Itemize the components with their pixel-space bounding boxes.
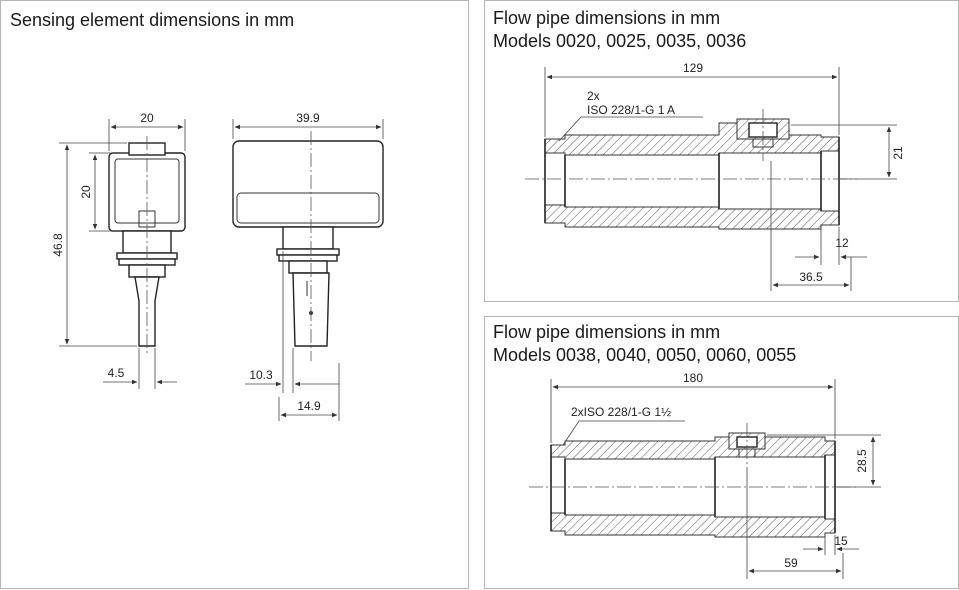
pipe-large-dimension-labels: 180 2xISO 228/1-G 1½ 28.5 15 59 [571, 371, 869, 570]
dim-head-height: 20 [79, 185, 93, 199]
sensing-dimension-lines [59, 119, 384, 421]
pipe-large-dimension-lines [550, 379, 881, 579]
dim-pipe-large-height: 28.5 [855, 449, 869, 473]
pipe-small-dimension-lines [544, 67, 897, 291]
sensing-element-panel: Sensing element dimensions in mm [0, 0, 469, 589]
flow-pipe-large-panel: Flow pipe dimensions in mm Models 0038, … [484, 316, 959, 589]
sensing-side-view [232, 131, 384, 361]
dim-pipe-small-port-distance: 36.5 [799, 270, 823, 284]
sensing-dimension-labels: 20 20 46.8 4.5 39.9 10.3 14.9 [51, 111, 321, 413]
dim-pipe-small-length: 129 [683, 61, 703, 75]
pipe-small-title: Flow pipe dimensions in mm Models 0020, … [493, 7, 746, 53]
pipe-small-dimension-labels: 129 2x ISO 228/1-G 1 A 21 12 36.5 [587, 61, 905, 284]
pipe-large-title-line1: Flow pipe dimensions in mm [493, 322, 721, 342]
dim-pipe-large-length: 180 [683, 371, 703, 385]
pipe-large-title: Flow pipe dimensions in mm Models 0038, … [493, 321, 796, 367]
pipe-large-thread-spec: 2xISO 228/1-G 1½ [571, 405, 671, 419]
flow-pipe-small-panel: Flow pipe dimensions in mm Models 0020, … [484, 0, 959, 302]
dim-stem-width: 4.5 [108, 366, 125, 380]
sensing-element-drawing: 20 20 46.8 4.5 39.9 10.3 14.9 [51, 111, 384, 421]
pipe-small-title-models: Models 0020, 0025, 0035, 0036 [493, 31, 747, 51]
dim-side-bottom: 14.9 [297, 399, 321, 413]
pipe-small-thread-count: 2x [587, 89, 600, 103]
dim-pipe-large-port-distance: 59 [784, 556, 798, 570]
pipe-small-body [525, 109, 857, 230]
dim-side-width: 39.9 [296, 111, 320, 125]
dim-pipe-small-height: 21 [891, 146, 905, 160]
dim-side-offset: 10.3 [249, 368, 273, 382]
dim-pipe-large-offset: 15 [834, 534, 848, 548]
dim-pipe-small-offset: 12 [835, 236, 849, 250]
pipe-small-thread-spec: ISO 228/1-G 1 A [587, 103, 675, 117]
pipe-large-body [529, 423, 857, 538]
pipe-large-title-models: Models 0038, 0040, 0050, 0060, 0055 [493, 345, 797, 365]
flow-pipe-small-drawing: 129 2x ISO 228/1-G 1 A 21 12 36.5 [525, 61, 905, 291]
pipe-small-title-line1: Flow pipe dimensions in mm [493, 8, 721, 28]
dim-top-width: 20 [140, 111, 154, 125]
flow-pipe-large-drawing: 180 2xISO 228/1-G 1½ 28.5 15 59 [529, 371, 881, 579]
sensing-panel-title: Sensing element dimensions in mm [10, 10, 295, 30]
sensing-front-view [108, 136, 186, 356]
dim-total-height: 46.8 [51, 233, 65, 257]
